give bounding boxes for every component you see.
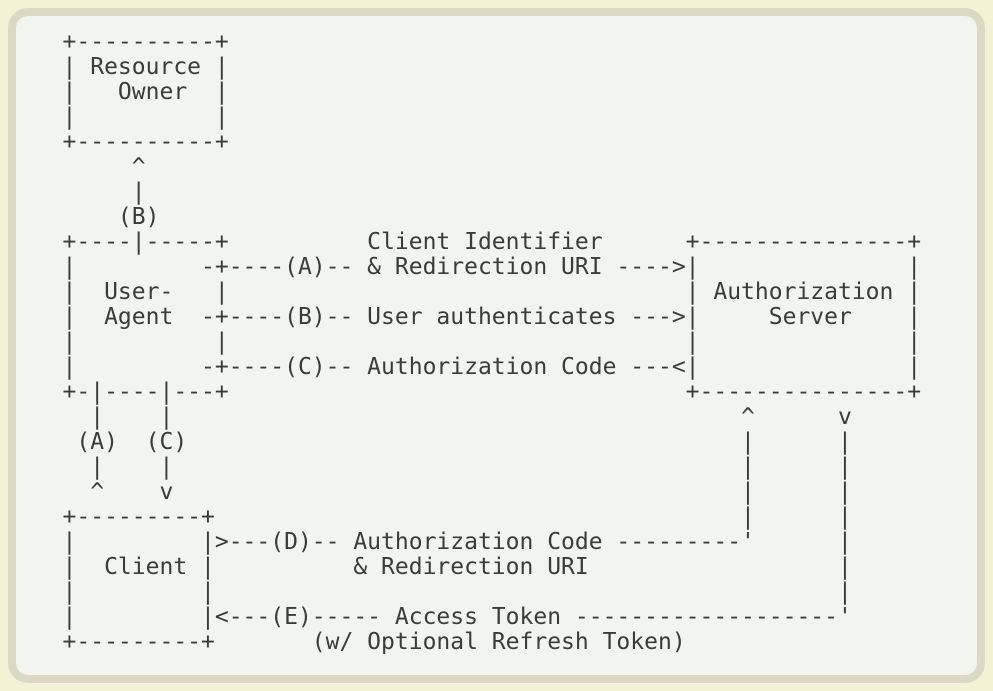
diagram-panel: +----------+ | Resource | | Owner | | | … xyxy=(8,8,985,683)
oauth-authorization-code-flow-ascii-diagram: +----------+ | Resource | | Owner | | | … xyxy=(62,29,922,655)
